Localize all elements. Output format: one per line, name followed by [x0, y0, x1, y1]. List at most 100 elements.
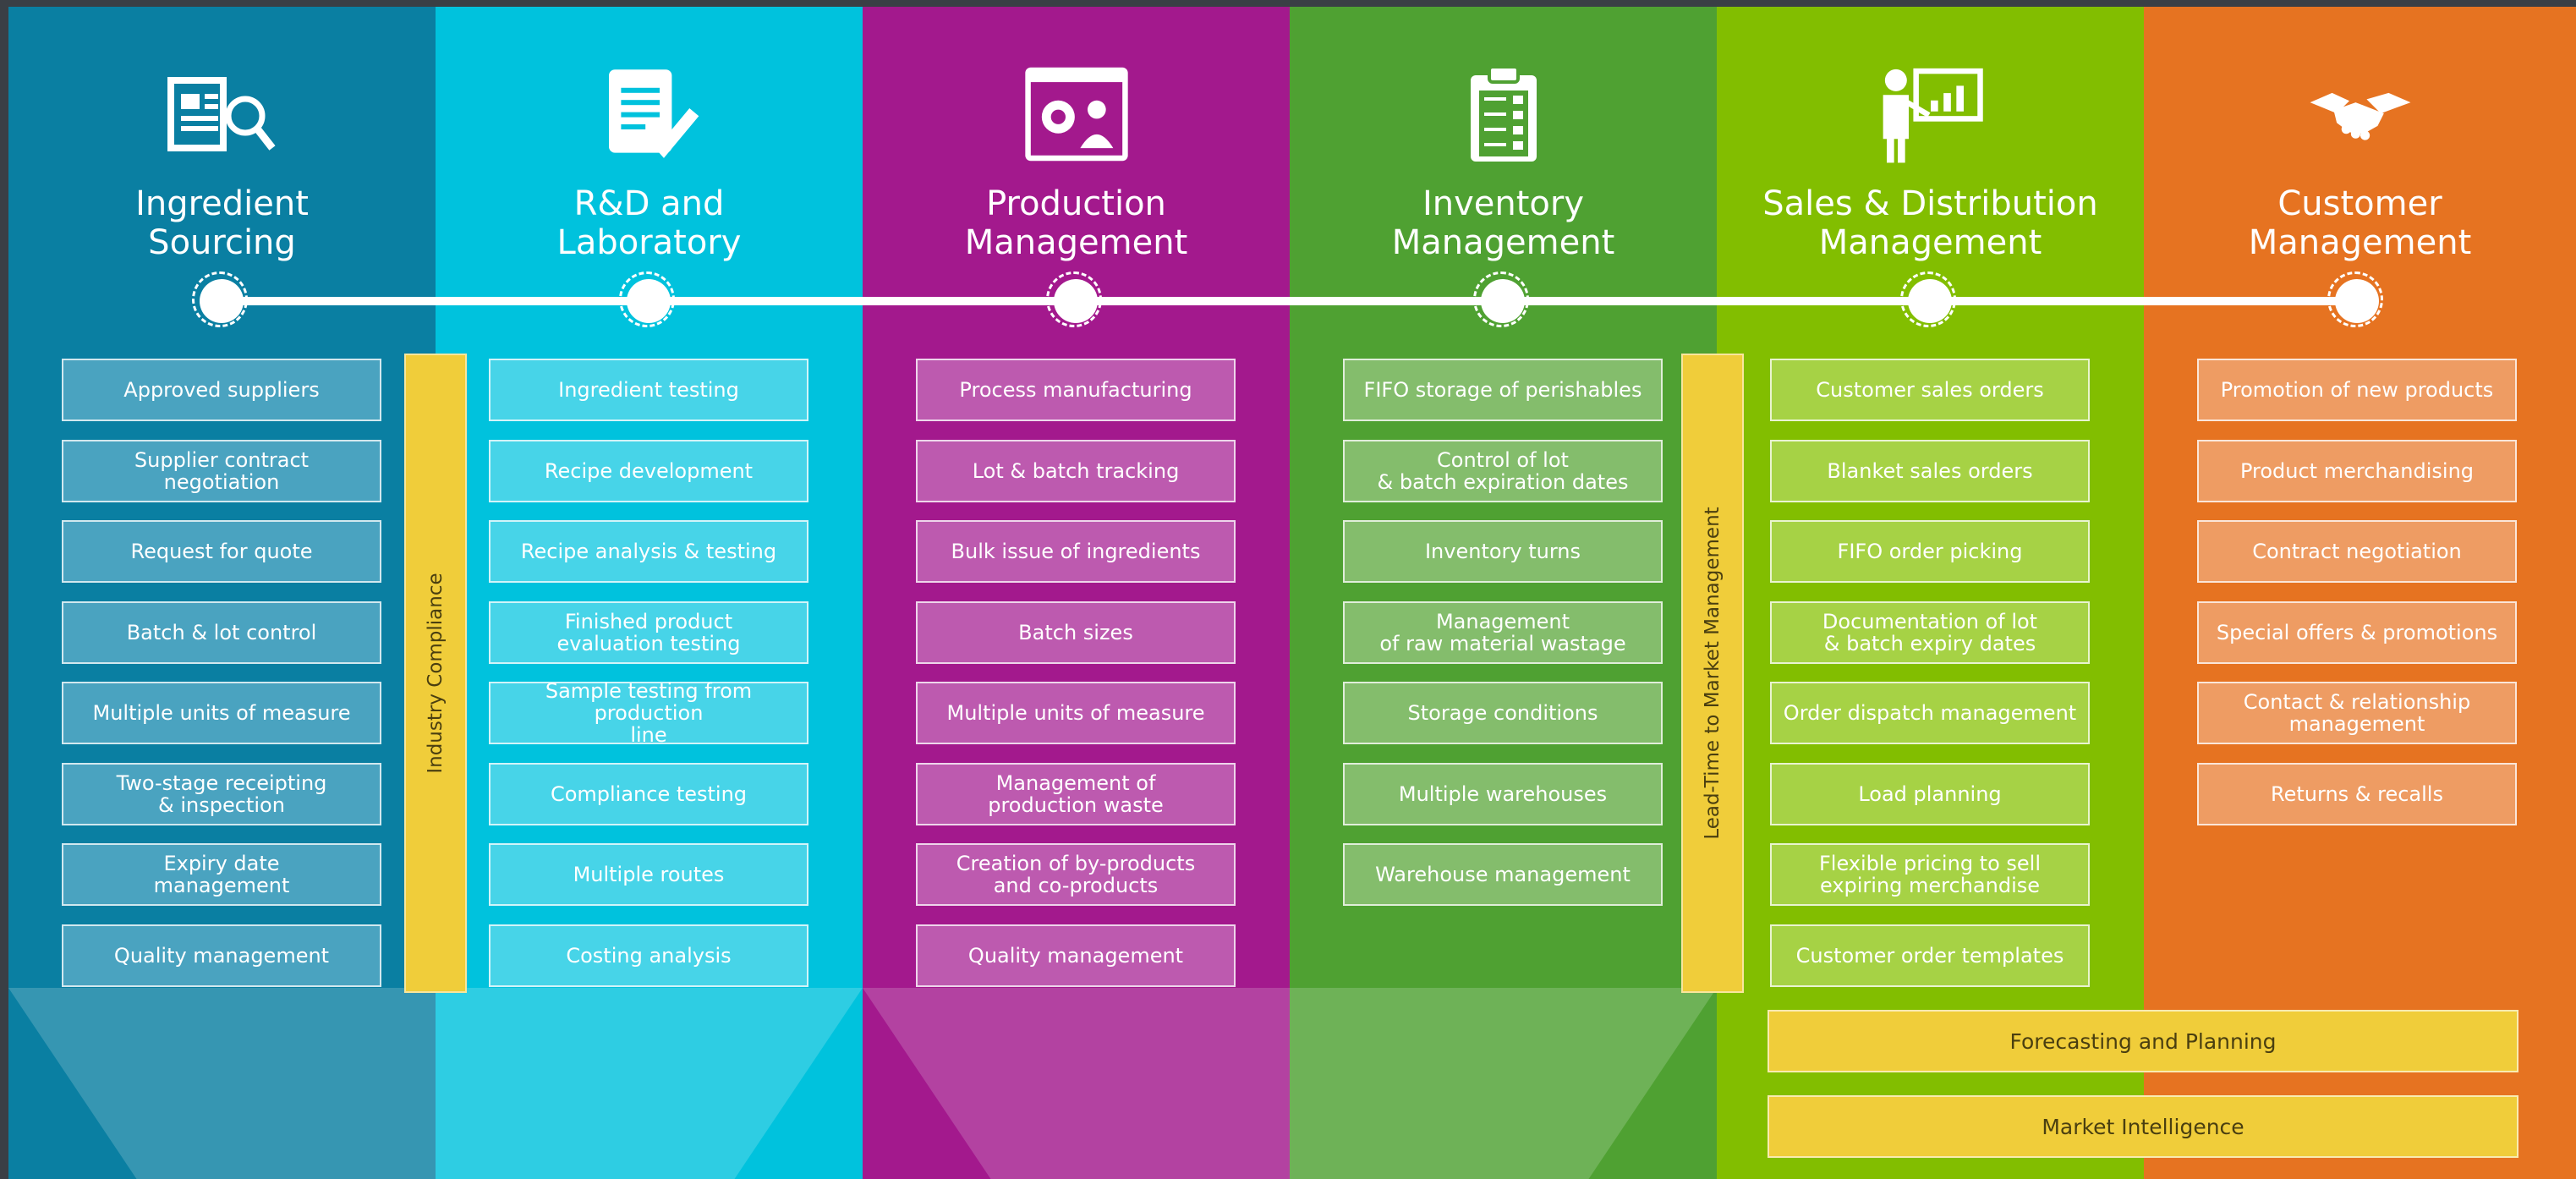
feature-box: Approved suppliers	[62, 359, 381, 421]
feature-box: Promotion of new products	[2197, 359, 2517, 421]
feature-box: Batch sizes	[916, 600, 1236, 664]
production-gear-user-icon	[1017, 59, 1136, 169]
bottom-facet	[8, 988, 436, 1179]
clipboard-checklist-icon	[1444, 59, 1563, 169]
feature-box: Order dispatch management	[1770, 682, 2090, 744]
column-title-line: Laboratory	[556, 223, 742, 262]
timeline-node	[619, 271, 675, 327]
feature-box: Storage conditions	[1343, 682, 1663, 744]
lead-time-label: Lead-Time to Market Management	[1702, 507, 1724, 840]
feature-box: Customer sales orders	[1770, 359, 2090, 421]
column-title-line: Sales & Distribution	[1762, 184, 2098, 223]
catalog-search-icon	[163, 59, 282, 169]
market-intelligence-label: Market Intelligence	[2042, 1114, 2244, 1139]
presenter-chart-icon	[1872, 59, 1990, 169]
bottom-facet	[1290, 988, 1717, 1179]
feature-box: Inventory turns	[1343, 520, 1663, 583]
feature-box: Load planning	[1770, 762, 2090, 825]
feature-box: Returns & recalls	[2197, 762, 2517, 825]
feature-box: Request for quote	[62, 520, 381, 583]
timeline-node	[1046, 271, 1102, 327]
column-title-line: Ingredient	[135, 184, 309, 223]
feature-box: Multiple warehouses	[1343, 762, 1663, 825]
lead-time-bar: Lead-Time to Market Management	[1681, 354, 1744, 993]
bottom-facet	[436, 988, 863, 1179]
handshake-icon	[2301, 59, 2420, 169]
document-check-icon	[590, 59, 709, 169]
column-title-line: Sourcing	[148, 223, 296, 262]
feature-box: Recipe development	[489, 439, 808, 502]
feature-box: Ingredient testing	[489, 359, 808, 421]
feature-box: Documentation of lot& batch expiry dates	[1770, 600, 2090, 664]
industry-compliance-label: Industry Compliance	[425, 573, 447, 774]
column-title-line: R&D and	[573, 184, 725, 223]
feature-box: Costing analysis	[489, 924, 808, 987]
market-intelligence-bar: Market Intelligence	[1768, 1095, 2518, 1158]
feature-box: Two-stage receipting& inspection	[62, 762, 381, 825]
feature-box: Process manufacturing	[916, 359, 1236, 421]
feature-box: FIFO order picking	[1770, 520, 2090, 583]
feature-box: Customer order templates	[1770, 924, 2090, 987]
column-title-line: Management	[964, 223, 1188, 262]
feature-box: Batch & lot control	[62, 600, 381, 664]
timeline-node	[1473, 271, 1529, 327]
forecasting-label: Forecasting and Planning	[2009, 1028, 2277, 1054]
forecasting-bar: Forecasting and Planning	[1768, 1010, 2518, 1072]
column-title-line: Production	[986, 184, 1166, 223]
industry-compliance-bar: Industry Compliance	[404, 354, 467, 993]
bottom-facet	[863, 988, 1290, 1179]
feature-box: Multiple units of measure	[62, 682, 381, 744]
feature-box: Control of lot& batch expiration dates	[1343, 439, 1663, 502]
feature-box: Warehouse management	[1343, 843, 1663, 906]
feature-box: Bulk issue of ingredients	[916, 520, 1236, 583]
column-title-line: Inventory	[1422, 184, 1585, 223]
feature-box: Lot & batch tracking	[916, 439, 1236, 502]
feature-box: Multiple units of measure	[916, 682, 1236, 744]
timeline-node	[1900, 271, 1956, 327]
feature-box: FIFO storage of perishables	[1343, 359, 1663, 421]
feature-box: Blanket sales orders	[1770, 439, 2090, 502]
feature-box: Product merchandising	[2197, 439, 2517, 502]
feature-box: Multiple routes	[489, 843, 808, 906]
column-title-line: Management	[1391, 223, 1615, 262]
timeline-node	[2327, 271, 2383, 327]
column-title-line: Management	[1818, 223, 2042, 262]
feature-box: Recipe analysis & testing	[489, 520, 808, 583]
feature-box: Quality management	[62, 924, 381, 987]
feature-box: Special offers & promotions	[2197, 600, 2517, 664]
column-title-line: Management	[2248, 223, 2472, 262]
timeline-node	[192, 271, 248, 327]
feature-box: Quality management	[916, 924, 1236, 987]
timeline-line	[222, 297, 2365, 305]
feature-box: Contract negotiation	[2197, 520, 2517, 583]
feature-box: Compliance testing	[489, 762, 808, 825]
